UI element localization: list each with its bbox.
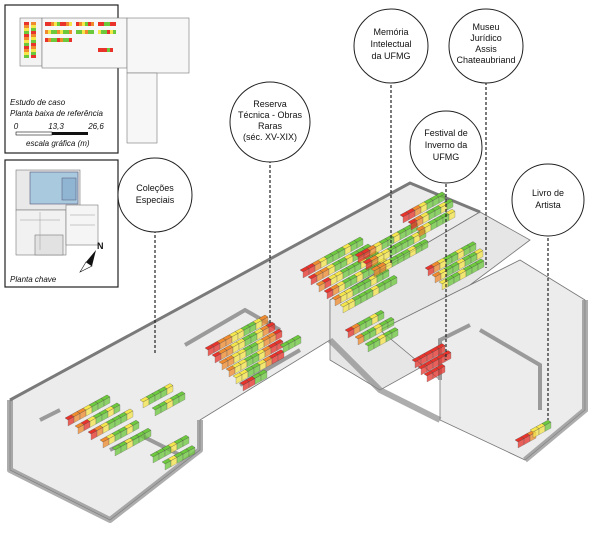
callout-memoria-line3: da UFMG — [371, 51, 410, 61]
callout-livro-line2: Artista — [535, 200, 561, 210]
shelf-row-reserva-5 — [232, 349, 285, 385]
shelf-row-reserva-3 — [218, 328, 283, 371]
callout-colecoes-line1: Coleções — [136, 183, 174, 193]
ref-shelf-5 — [45, 38, 72, 42]
reference-caption-2: Planta baixa de referência — [10, 109, 104, 118]
callout-reserva-line4: (séc. XV-XIX) — [243, 132, 297, 142]
shelf-row-museu-1 — [424, 241, 477, 277]
ref-shelf-10 — [98, 48, 113, 52]
shelf-row-colecoes-7 — [161, 445, 196, 471]
callout-festival: Festival de Inverno da UFMG — [409, 110, 483, 360]
shelf-row-reserva-2 — [211, 321, 276, 364]
ref-shelf-2 — [31, 22, 36, 58]
ref-shelf-3 — [45, 22, 72, 26]
scale-tick-0: 0 — [14, 122, 19, 131]
reference-floor-plan — [19, 17, 190, 144]
callout-museu-line1: Museu — [472, 22, 499, 32]
shelf-row-memoria-15 — [364, 327, 399, 353]
shelf-row-memoria-6 — [339, 275, 398, 314]
shelf-row-livro-2 — [529, 419, 552, 439]
shelf-row-festival-1 — [411, 343, 446, 369]
shelf-row-reserva-6 — [239, 369, 268, 392]
shelf-row-festival-3 — [423, 363, 446, 383]
shelf-row-colecoes-9 — [151, 391, 186, 417]
callout-museu-line3: Assis — [475, 44, 497, 54]
reference-plan-panel: Estudo de caso Planta baixa de referênci… — [4, 4, 190, 154]
callout-museu: Museu Jurídico Assis Chateaubriand — [448, 8, 524, 268]
north-arrow-icon: N — [79, 241, 104, 273]
shelf-row-reserva-7 — [279, 334, 302, 354]
shelf-row-colecoes-5 — [111, 428, 152, 457]
key-plan-panel: N Planta chave — [4, 159, 119, 288]
shelf-row-colecoes-8 — [139, 383, 174, 409]
shelf-row-reserva-4 — [225, 339, 284, 378]
callout-memoria-line1: Memória — [373, 27, 408, 37]
callout-colecoes: Coleções Especiais — [117, 157, 193, 355]
scale-label: escala gráfica (m) — [26, 139, 90, 148]
callout-memoria: Memória Intelectual da UFMG — [353, 8, 429, 265]
shelf-row-memoria-12 — [415, 209, 456, 238]
scale-bar: 0 13,3 26,6 escala gráfica (m) — [14, 122, 105, 148]
ref-shelf-8 — [98, 22, 116, 26]
shelf-row-memoria-14 — [354, 317, 395, 346]
callout-livro: Livro de Artista — [511, 163, 585, 420]
shelf-row-colecoes-6 — [149, 435, 190, 464]
callout-memoria-line2: Intelectual — [370, 39, 411, 49]
callout-colecoes-line2: Especiais — [136, 195, 175, 205]
ref-shelf-1 — [24, 22, 29, 58]
shelf-row-colecoes-2 — [74, 402, 121, 435]
shelf-row-memoria-13 — [344, 310, 385, 339]
shelf-row-memoria-9 — [370, 239, 429, 278]
callout-reserva-line1: Reserva — [253, 99, 287, 109]
callout-museu-line2: Jurídico — [470, 33, 502, 43]
callout-labels: Coleções Especiais Reserva Técnica - Obr… — [117, 8, 585, 420]
shelf-row-festival-2 — [417, 350, 452, 376]
callout-festival-line3: UFMG — [433, 152, 460, 162]
shelf-row-memoria-10 — [399, 191, 446, 224]
reference-caption-1: Estudo de caso — [10, 98, 66, 107]
shelf-row-memoria-1 — [299, 236, 364, 279]
shelf-row-museu-3 — [438, 258, 485, 291]
shelving-units — [64, 191, 552, 471]
callout-festival-line1: Festival de — [424, 128, 468, 138]
key-plan-caption: Planta chave — [10, 275, 57, 284]
ref-shelf-6 — [76, 22, 94, 26]
shelf-row-colecoes-1 — [64, 394, 111, 427]
callout-reserva-line3: Raras — [258, 121, 283, 131]
callout-reserva: Reserva Técnica - Obras Raras (séc. XV-X… — [229, 81, 311, 325]
key-floor-plan — [15, 169, 99, 256]
north-label: N — [97, 241, 104, 251]
callout-museu-line4: Chateaubriand — [456, 55, 515, 65]
ref-shelf-7 — [76, 30, 94, 34]
scale-tick-2: 26,6 — [87, 122, 104, 131]
shelf-row-colecoes-4 — [99, 420, 140, 449]
callout-festival-line2: Inverno da — [425, 140, 468, 150]
shelf-row-colecoes-3 — [87, 408, 134, 441]
callout-reserva-line2: Técnica - Obras — [238, 110, 303, 120]
ref-shelf-9 — [98, 30, 116, 34]
shelf-row-museu-2 — [431, 248, 484, 284]
shelf-row-reserva-1 — [204, 314, 269, 357]
callout-livro-line1: Livro de — [532, 188, 564, 198]
shelf-row-memoria-11 — [407, 198, 454, 231]
ref-shelf-4 — [45, 30, 72, 34]
scale-tick-1: 13,3 — [48, 122, 64, 131]
